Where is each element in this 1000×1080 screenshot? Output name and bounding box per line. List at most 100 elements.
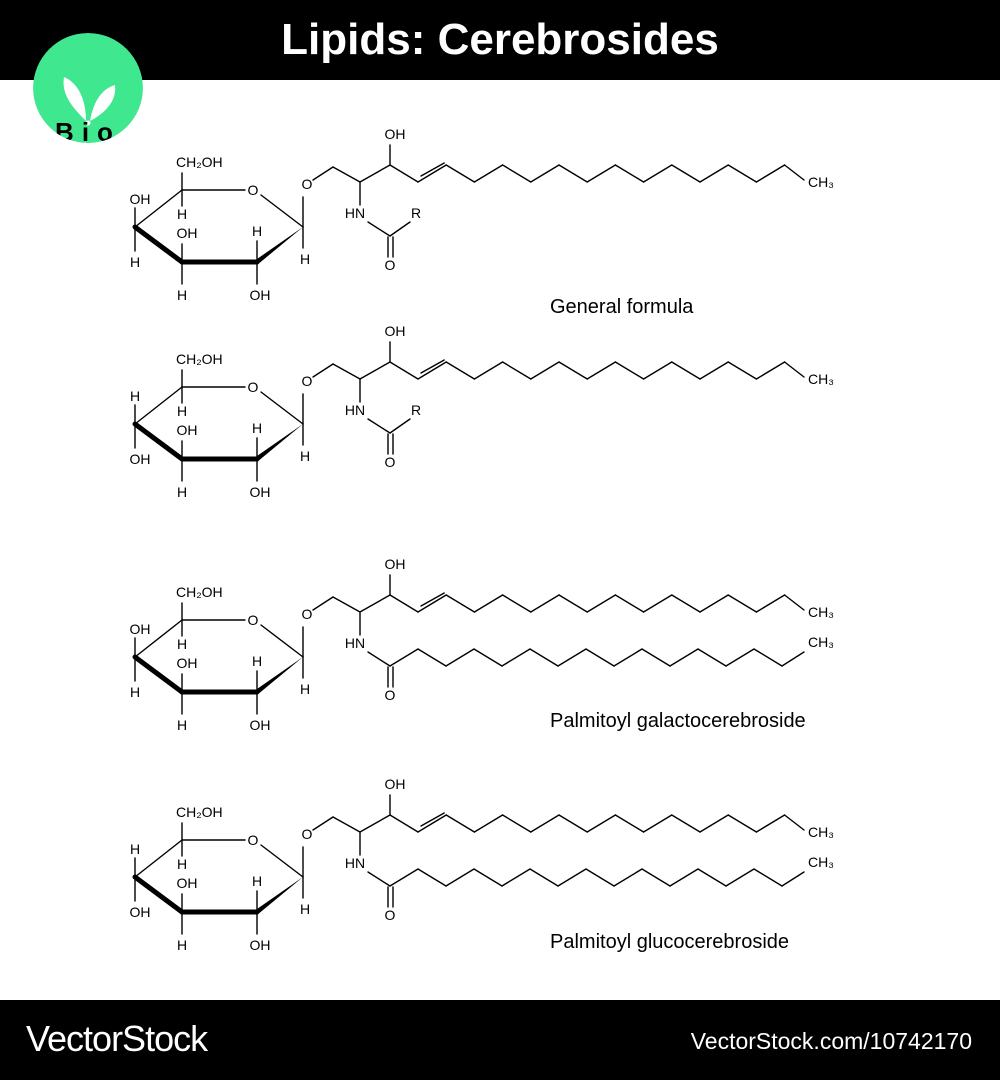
- bond: [586, 594, 617, 613]
- bond: [781, 871, 805, 887]
- bond: [699, 594, 729, 613]
- bond: [530, 164, 560, 183]
- bond: [312, 596, 334, 611]
- bond: [389, 221, 411, 237]
- bond: [501, 164, 532, 183]
- bond: [367, 871, 391, 887]
- bond: [445, 361, 476, 380]
- bond: [529, 868, 559, 887]
- bond: [558, 814, 588, 833]
- bond: [260, 391, 304, 425]
- bond: [473, 648, 503, 667]
- bond: [501, 648, 531, 667]
- bond: [132, 874, 185, 915]
- bond: [727, 594, 758, 613]
- bond: [367, 418, 391, 434]
- bond: [445, 868, 475, 887]
- bond: [586, 164, 617, 183]
- bond: [727, 814, 758, 833]
- bond: [501, 594, 532, 613]
- h-label: H: [300, 448, 310, 464]
- bond: [134, 189, 183, 228]
- bond: [557, 868, 587, 887]
- ch2oh-label: CH₂OH: [176, 804, 223, 820]
- bond: [585, 648, 615, 667]
- bond: [332, 596, 361, 613]
- bond: [501, 361, 532, 380]
- bond: [332, 816, 361, 833]
- h-label: H: [252, 420, 262, 436]
- bond: [641, 648, 671, 667]
- ch3-label: CH₃: [808, 824, 834, 840]
- oh-label: OH: [177, 655, 198, 671]
- wedge-bond: [257, 424, 303, 462]
- bond: [725, 648, 755, 667]
- bond: [671, 594, 701, 613]
- bond: [132, 421, 185, 462]
- bond: [389, 814, 419, 833]
- bond: [389, 361, 419, 380]
- bond: [614, 361, 645, 380]
- h-label: H: [177, 287, 187, 303]
- bond: [134, 619, 183, 658]
- bond: [755, 164, 786, 183]
- bond: [699, 814, 729, 833]
- bond: [389, 594, 419, 613]
- wedge-bond: [257, 877, 303, 915]
- bond: [473, 164, 504, 183]
- bond: [417, 164, 447, 183]
- bond: [614, 594, 645, 613]
- bond: [783, 814, 805, 831]
- bond: [558, 594, 588, 613]
- bond: [134, 839, 183, 878]
- bond: [417, 361, 447, 380]
- h-label: H: [177, 403, 187, 419]
- bond: [132, 224, 185, 265]
- bond: [755, 361, 786, 380]
- bond: [312, 816, 334, 831]
- carbonyl-oxygen: O: [385, 687, 396, 703]
- bond: [755, 814, 786, 833]
- bond: [671, 361, 701, 380]
- bond: [586, 814, 617, 833]
- h-label: H: [130, 684, 140, 700]
- bond: [755, 594, 786, 613]
- bond: [445, 594, 476, 613]
- bond: [530, 594, 560, 613]
- wedge-bond: [257, 227, 303, 265]
- oh-label: OH: [177, 422, 198, 438]
- hn-label: HN: [345, 855, 365, 871]
- bond: [417, 594, 447, 613]
- bio-logo: Bio: [33, 33, 143, 143]
- oh-label: OH: [250, 484, 271, 500]
- oh-label: OH: [130, 451, 151, 467]
- bond: [642, 814, 673, 833]
- oh-label: OH: [250, 717, 271, 733]
- oh-label: OH: [130, 904, 151, 920]
- h-label: H: [177, 856, 187, 872]
- molecule-caption: Palmitoyl glucocerebroside: [550, 931, 789, 953]
- h-label: H: [177, 717, 187, 733]
- ch3-label: CH₃: [808, 854, 834, 870]
- bond: [641, 868, 671, 887]
- ring-oxygen: O: [248, 612, 259, 628]
- bond: [753, 648, 783, 667]
- glycosidic-oxygen: O: [302, 176, 313, 192]
- footer-url: VectorStock.com/10742170: [690, 1028, 972, 1054]
- bond: [359, 814, 391, 833]
- bond: [389, 164, 419, 183]
- bond: [359, 594, 391, 613]
- hn-label: HN: [345, 635, 365, 651]
- ch2oh-label: CH₂OH: [176, 154, 223, 170]
- ch2oh-label: CH₂OH: [176, 351, 223, 367]
- bond: [727, 164, 758, 183]
- bond: [558, 361, 588, 380]
- h-label: H: [130, 254, 140, 270]
- bond: [417, 648, 447, 667]
- bond: [613, 868, 643, 887]
- molecule-caption: Palmitoyl galactocerebroside: [550, 710, 806, 732]
- bond: [501, 868, 531, 887]
